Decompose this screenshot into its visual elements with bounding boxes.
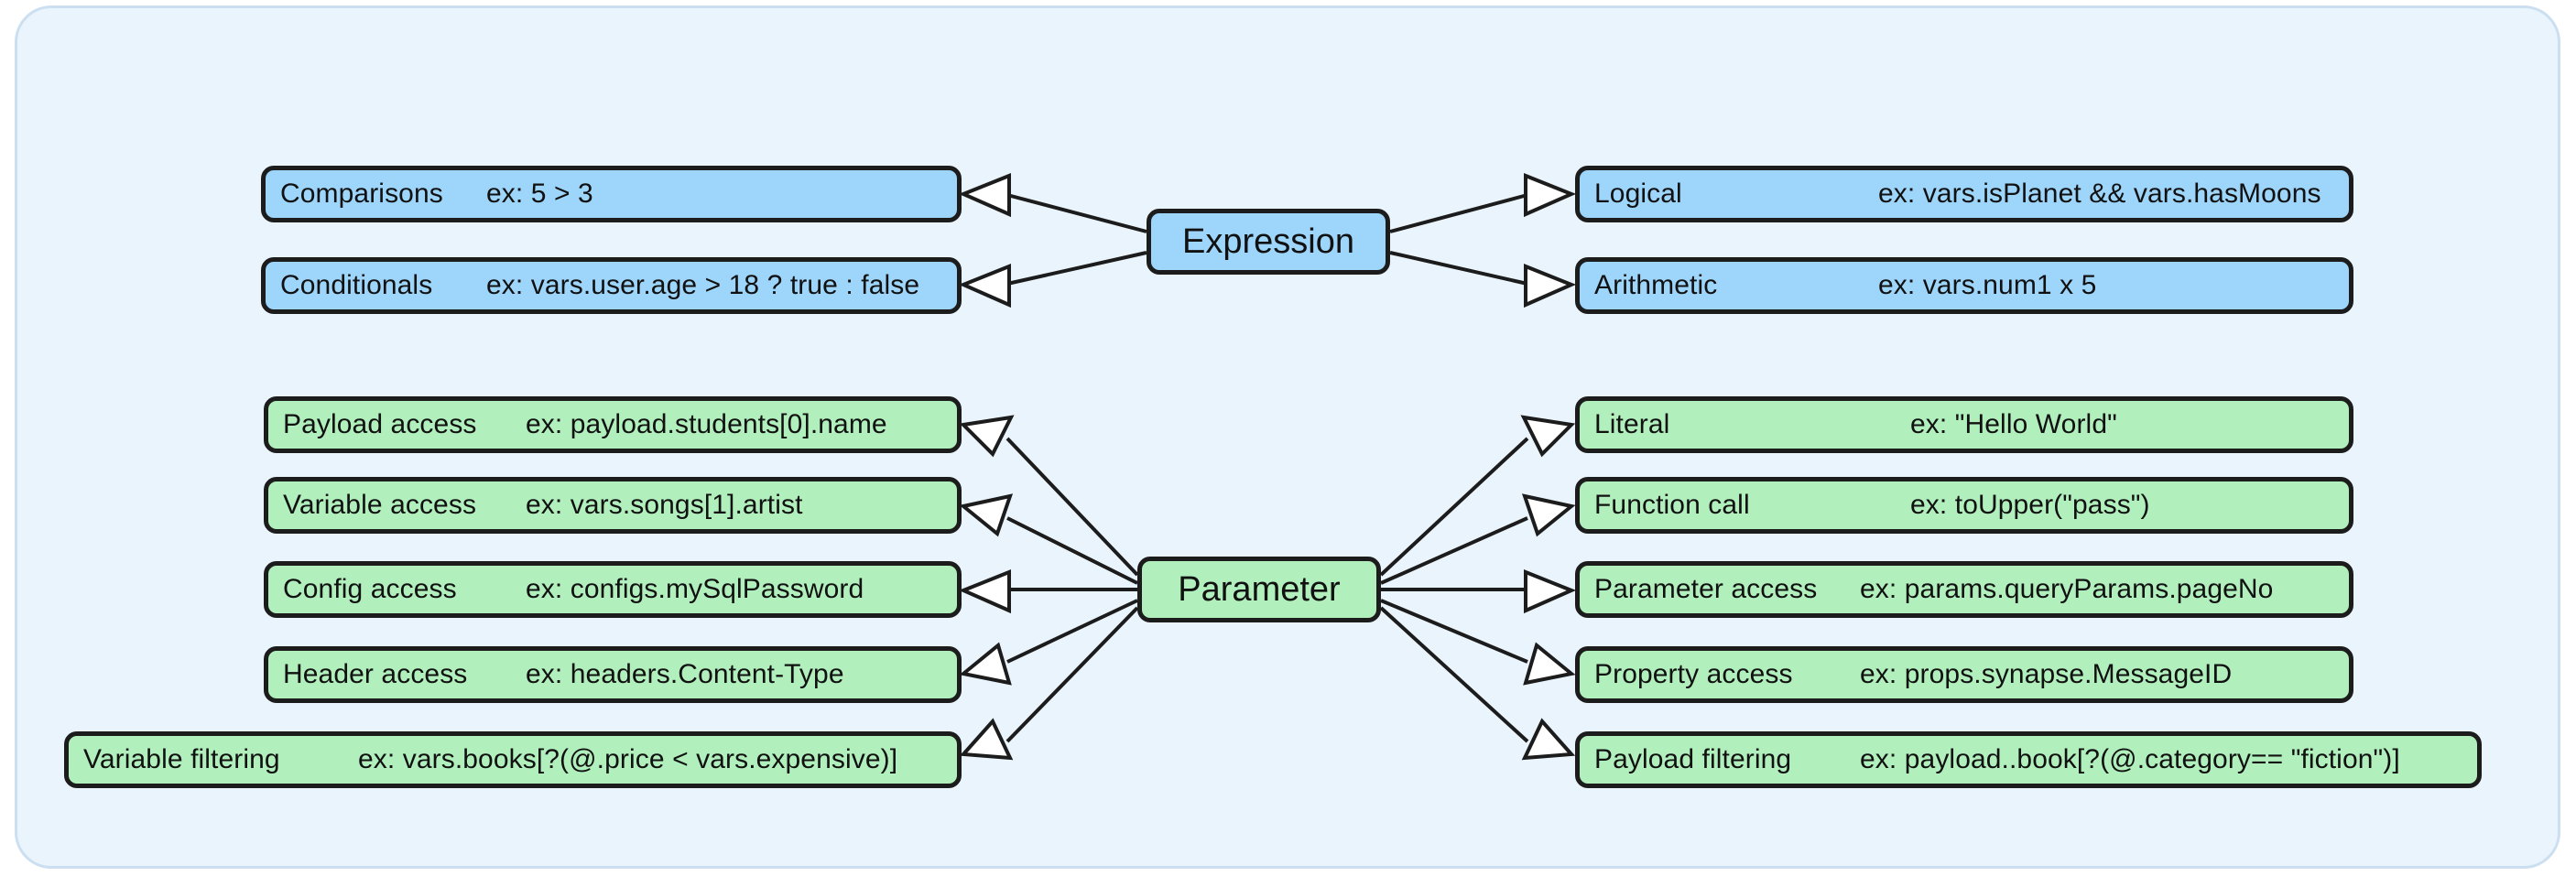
leaf-example-literal: ex: "Hello World": [1910, 409, 2117, 439]
leaf-title-config-access: Config access: [283, 574, 457, 604]
leaf-example-config-access: ex: configs.mySqlPassword: [526, 574, 864, 604]
leaf-node-variable-access[interactable]: Variable access ex: vars.songs[1].artist: [264, 477, 962, 534]
leaf-title-literal: Literal: [1594, 409, 1670, 439]
leaf-node-variable-filtering[interactable]: Variable filtering ex: vars.books[?(@.pr…: [64, 731, 962, 788]
leaf-node-property-access[interactable]: Property access ex: props.synapse.Messag…: [1575, 646, 2353, 703]
leaf-example-conditionals: ex: vars.user.age > 18 ? true : false: [486, 270, 920, 300]
leaf-node-function-call[interactable]: Function call ex: toUpper("pass"): [1575, 477, 2353, 534]
leaf-example-payload-access: ex: payload.students[0].name: [526, 409, 887, 439]
leaf-node-conditionals[interactable]: Conditionals ex: vars.user.age > 18 ? tr…: [261, 257, 962, 314]
leaf-title-property-access: Property access: [1594, 659, 1793, 689]
leaf-title-arithmetic: Arithmetic: [1594, 270, 1718, 300]
leaf-node-literal[interactable]: Literal ex: "Hello World": [1575, 396, 2353, 453]
leaf-example-arithmetic: ex: vars.num1 x 5: [1878, 270, 2097, 300]
leaf-title-function-call: Function call: [1594, 490, 1750, 520]
leaf-title-comparisons: Comparisons: [280, 178, 443, 209]
leaf-example-variable-access: ex: vars.songs[1].artist: [526, 490, 803, 520]
leaf-node-parameter-access[interactable]: Parameter access ex: params.queryParams.…: [1575, 561, 2353, 618]
leaf-node-config-access[interactable]: Config access ex: configs.mySqlPassword: [264, 561, 962, 618]
leaf-example-payload-filtering: ex: payload..book[?(@.category== "fictio…: [1860, 744, 2400, 774]
leaf-example-comparisons: ex: 5 > 3: [486, 178, 593, 209]
leaf-title-conditionals: Conditionals: [280, 270, 433, 300]
leaf-title-header-access: Header access: [283, 659, 468, 689]
leaf-node-header-access[interactable]: Header access ex: headers.Content-Type: [264, 646, 962, 703]
hub-parameter-label: Parameter: [1178, 569, 1341, 609]
hub-expression-label: Expression: [1182, 222, 1354, 261]
leaf-node-payload-access[interactable]: Payload access ex: payload.students[0].n…: [264, 396, 962, 453]
leaf-example-variable-filtering: ex: vars.books[?(@.price < vars.expensiv…: [358, 744, 898, 774]
leaf-title-variable-filtering: Variable filtering: [83, 744, 280, 774]
leaf-node-logical[interactable]: Logical ex: vars.isPlanet && vars.hasMoo…: [1575, 166, 2353, 222]
leaf-title-parameter-access: Parameter access: [1594, 574, 1818, 604]
leaf-node-payload-filtering[interactable]: Payload filtering ex: payload..book[?(@.…: [1575, 731, 2482, 788]
leaf-title-payload-filtering: Payload filtering: [1594, 744, 1792, 774]
hub-node-parameter[interactable]: Parameter: [1137, 557, 1381, 622]
leaf-example-function-call: ex: toUpper("pass"): [1910, 490, 2150, 520]
leaf-node-comparisons[interactable]: Comparisons ex: 5 > 3: [261, 166, 962, 222]
hub-node-expression[interactable]: Expression: [1147, 209, 1390, 275]
leaf-title-logical: Logical: [1594, 178, 1682, 209]
leaf-title-variable-access: Variable access: [283, 490, 477, 520]
leaf-title-payload-access: Payload access: [283, 409, 477, 439]
leaf-example-property-access: ex: props.synapse.MessageID: [1860, 659, 2233, 689]
leaf-example-parameter-access: ex: params.queryParams.pageNo: [1860, 574, 2274, 604]
leaf-node-arithmetic[interactable]: Arithmetic ex: vars.num1 x 5: [1575, 257, 2353, 314]
leaf-example-header-access: ex: headers.Content-Type: [526, 659, 844, 689]
leaf-example-logical: ex: vars.isPlanet && vars.hasMoons: [1878, 178, 2321, 209]
